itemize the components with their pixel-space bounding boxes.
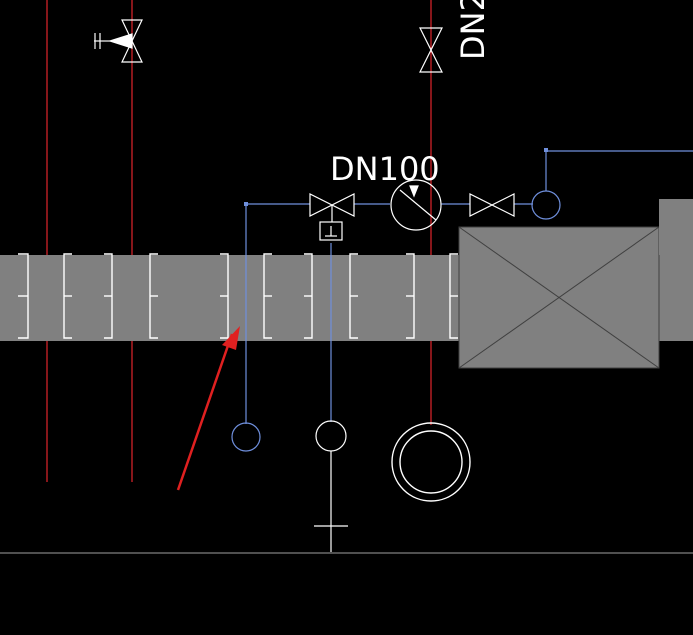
gate-valve-icon [309,193,355,241]
gate-valve-icon [94,19,143,63]
pipe-size-label-top: DN2 [454,0,492,60]
gate-valve-icon [469,193,515,217]
air-handler-side-block [659,199,693,255]
annotation-arrow-icon [176,326,240,491]
blue-line-endpoint [544,148,548,152]
gate-valve-icon [419,27,443,73]
pipe-circle-icon [231,422,261,452]
drain-ring-icon [391,422,471,502]
pressure-gauge-icon [390,179,442,231]
air-handler-box-icon [458,199,693,369]
pipe-size-label-dn100: DN100 [330,150,440,188]
red-pipes [46,0,432,482]
pipe-circle-icon [314,420,348,552]
blue-line-endpoint [244,202,248,206]
pipe-circle-icon [531,190,561,220]
